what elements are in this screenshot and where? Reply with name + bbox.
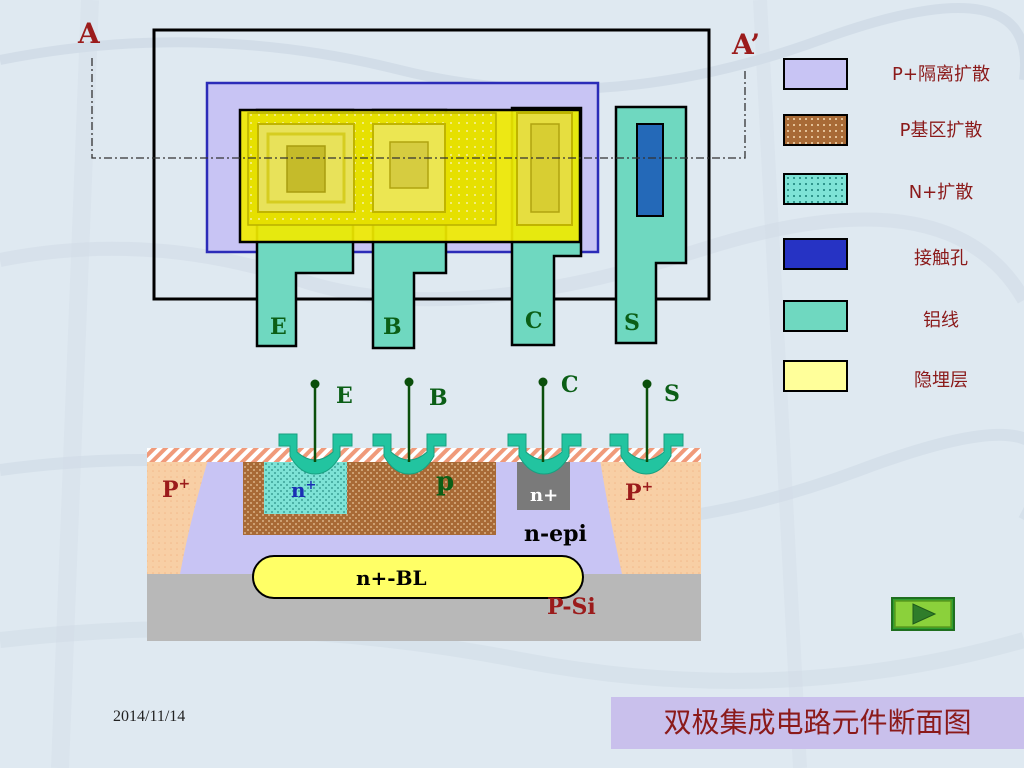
legend-label-p-base: P基区扩散	[899, 120, 983, 141]
cross-section: E B C S P+ P+ n+ p n+ n-epi n+-BL P-Si	[147, 372, 701, 641]
pin-head-b	[404, 377, 414, 387]
pin-head-e	[310, 379, 320, 389]
metal-contact-b	[372, 433, 447, 475]
legend-swatch-contact	[783, 238, 848, 270]
legend-swatch-p-base	[783, 114, 848, 146]
legend-label-p-isolation: P+隔离扩散	[892, 64, 990, 85]
cross-label-s: S	[664, 381, 680, 407]
label-p-iso-left: P+	[162, 476, 190, 503]
legend-swatch-buried	[783, 360, 848, 392]
play-icon	[894, 600, 952, 628]
play-button[interactable]	[891, 597, 955, 631]
label-n-plus-collector: n+	[530, 485, 558, 506]
slide-title: 双极集成电路元件断面图	[663, 706, 972, 739]
label-n-epi: n-epi	[524, 521, 587, 547]
slide-date: 2014/11/14	[113, 708, 186, 725]
metal-line-s	[614, 105, 688, 345]
layout-label-s: S	[624, 310, 640, 336]
section-label-a: A	[77, 17, 101, 50]
chip-outline	[152, 28, 711, 301]
section-label-a-prime: A’	[731, 28, 760, 61]
layout-label-e: E	[270, 314, 287, 340]
legend-swatch-n-plus	[783, 173, 848, 205]
legend-swatch-p-isolation	[783, 58, 848, 90]
cross-label-c: C	[561, 372, 579, 398]
legend-swatch-metal	[783, 300, 848, 332]
n-plus-buried-layer	[252, 555, 584, 599]
pin-head-s	[642, 379, 652, 389]
cross-label-e: E	[336, 383, 353, 409]
metal-contact-e	[278, 433, 353, 475]
layout-label-b: B	[383, 314, 402, 340]
terminal-pins	[313, 382, 649, 462]
layout-label-c: C	[525, 308, 543, 334]
legend-label-metal: 铝线	[923, 310, 959, 331]
pin-head-c	[538, 377, 548, 387]
p-isolation-left	[147, 460, 208, 574]
label-n-plus-emitter: n+	[291, 478, 316, 502]
section-line	[91, 58, 746, 159]
base-contact	[389, 141, 429, 189]
legend-label-contact: 接触孔	[914, 248, 968, 269]
emitter-contact	[286, 145, 326, 193]
label-p-si: P-Si	[547, 594, 596, 620]
collector-contact	[530, 123, 560, 213]
label-n-bl: n+-BL	[356, 566, 427, 590]
layout-view: A A’ E B C S	[77, 17, 760, 350]
legend-label-buried: 隐埋层	[914, 370, 968, 391]
legend-label-n-plus: N+扩散	[908, 182, 974, 203]
cross-label-b: B	[429, 385, 448, 411]
label-p-iso-right: P+	[625, 479, 653, 506]
metal-contact-s	[609, 433, 684, 475]
p-isolation-right	[600, 460, 701, 574]
label-p-base: p	[436, 467, 454, 497]
emitter-window	[266, 132, 346, 204]
substrate-contact	[636, 123, 664, 217]
title-banner: 双极集成电路元件断面图	[611, 697, 1024, 749]
